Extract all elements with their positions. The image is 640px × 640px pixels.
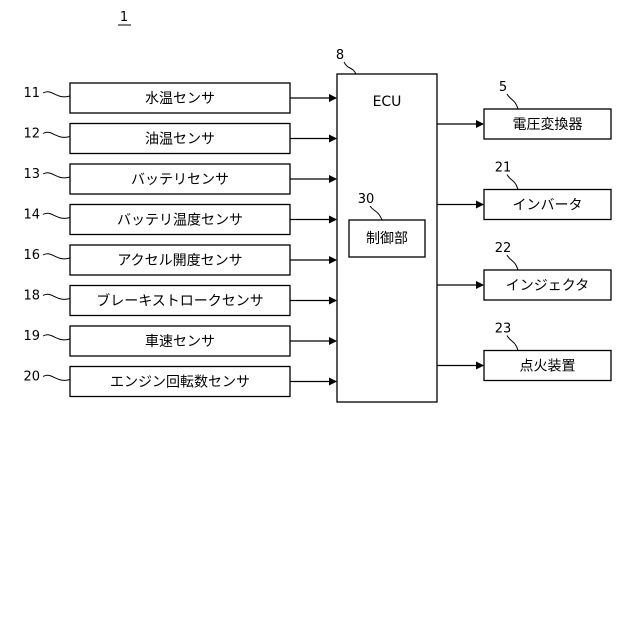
sensor-group: 水温センサ 11 油温センサ 12 バッテリセンサ 13 バッテリ温度センサ 14 アクセル開度…	[23, 83, 336, 397]
output-group: 電圧変換器 5 インバータ 21 インジェクタ 22 点火装置 23	[437, 80, 611, 381]
sensor-ref-number: 20	[23, 370, 40, 385]
sensor-label: 車速センサ	[145, 333, 215, 350]
output-block: インバータ 21	[437, 161, 611, 220]
output-leader-line	[507, 175, 518, 190]
sensor-ref-number: 16	[23, 248, 40, 263]
ecu-label: ECU	[373, 94, 402, 110]
sensor-ref-number: 11	[23, 86, 40, 101]
output-ref-number: 22	[495, 241, 512, 256]
sensor-block: 車速センサ 19	[23, 326, 336, 356]
ecu-ref-number: 8	[336, 48, 344, 63]
sensor-ref-number: 14	[23, 208, 40, 223]
sensor-label: バッテリ温度センサ	[117, 213, 243, 229]
sensor-leader-line	[43, 173, 70, 178]
output-ref-number: 21	[495, 161, 512, 176]
sensor-leader-line	[43, 335, 70, 340]
output-label: インバータ	[513, 198, 583, 214]
output-label: 電圧変換器	[513, 116, 583, 133]
output-label: インジェクタ	[506, 278, 589, 294]
sensor-ref-number: 12	[23, 127, 40, 142]
sensor-block: 水温センサ 11	[23, 83, 336, 113]
output-leader-line	[507, 336, 518, 351]
controller-ref-number: 30	[358, 192, 375, 207]
sensor-block: バッテリセンサ 13	[23, 164, 336, 194]
sensor-leader-line	[43, 92, 70, 97]
output-ref-number: 5	[499, 80, 507, 95]
sensor-label: エンジン回転数センサ	[110, 375, 250, 391]
sensor-label: ブレーキストロークセンサ	[96, 293, 264, 310]
output-ref-number: 23	[495, 322, 512, 337]
ecu-leader-line	[344, 62, 356, 74]
output-label: 点火装置	[520, 359, 576, 375]
sensor-block: バッテリ温度センサ 14	[23, 205, 336, 235]
sensor-block: ブレーキストロークセンサ 18	[23, 286, 336, 316]
sensor-block: エンジン回転数センサ 20	[23, 367, 336, 397]
sensor-ref-number: 19	[23, 329, 40, 344]
sensor-leader-line	[43, 132, 70, 137]
sensor-leader-line	[43, 213, 70, 218]
sensor-label: 水温センサ	[145, 91, 215, 107]
output-block: 電圧変換器 5	[437, 80, 611, 139]
figure-label: 1	[120, 10, 128, 25]
controller-label: 制御部	[366, 231, 408, 247]
sensor-leader-line	[43, 254, 70, 259]
output-block: インジェクタ 22	[437, 241, 611, 300]
sensor-leader-line	[43, 375, 70, 380]
sensor-block: 油温センサ 12	[23, 124, 336, 154]
sensor-ref-number: 13	[23, 167, 40, 182]
sensor-ref-number: 18	[23, 289, 40, 304]
sensor-label: アクセル開度センサ	[117, 253, 242, 269]
sensor-label: バッテリセンサ	[131, 172, 229, 188]
output-leader-line	[507, 255, 518, 270]
sensor-leader-line	[43, 294, 70, 299]
output-leader-line	[507, 94, 518, 109]
sensor-label: 油温センサ	[145, 132, 215, 148]
sensor-block: アクセル開度センサ 16	[23, 245, 336, 275]
output-block: 点火装置 23	[437, 322, 611, 381]
